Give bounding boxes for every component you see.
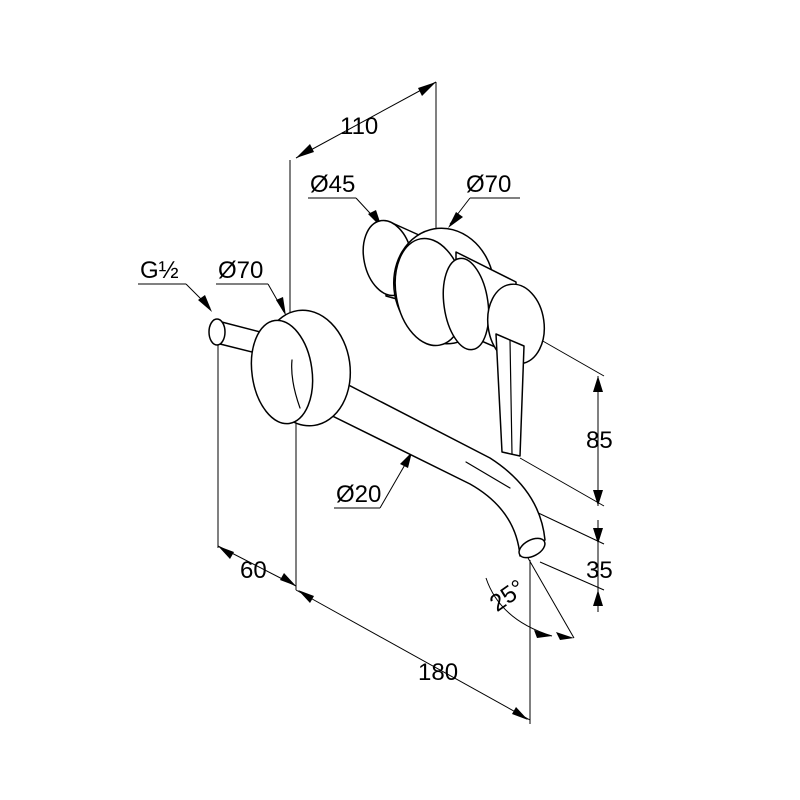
dim-spout-length: 180 bbox=[418, 659, 458, 686]
dim-rosette-small: Ø45 bbox=[310, 171, 355, 198]
dim-spout-offset: 60 bbox=[240, 557, 267, 584]
dimension-lines bbox=[138, 81, 605, 724]
dim-spout-diameter: Ø20 bbox=[336, 481, 381, 508]
spout-assembly bbox=[208, 309, 546, 559]
dim-lever-height: 85 bbox=[586, 427, 613, 454]
dim-spout-height: 35 bbox=[586, 557, 613, 584]
mixer-body bbox=[362, 219, 546, 457]
dim-angle: 25° bbox=[485, 574, 530, 617]
dim-rosette-large: Ø70 bbox=[466, 171, 511, 198]
dim-thread: G½ bbox=[140, 257, 179, 284]
dim-depth-total: 110 bbox=[340, 113, 378, 140]
dim-spout-rosette: Ø70 bbox=[218, 257, 263, 284]
